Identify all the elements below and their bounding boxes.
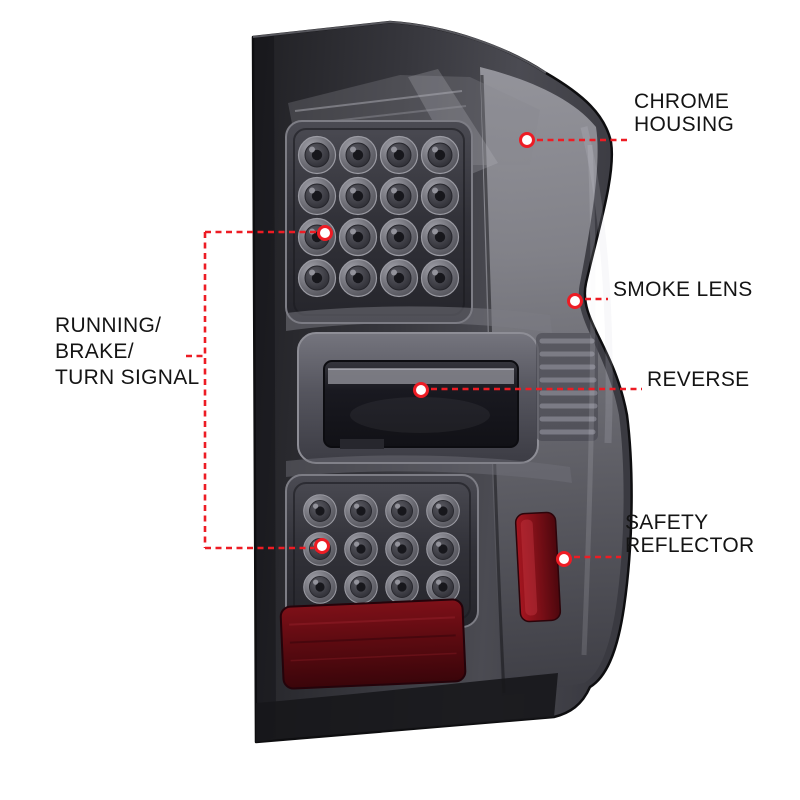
label-line: RUNNING/: [55, 314, 162, 337]
label-line: CHROME: [634, 90, 730, 113]
safety-reflector-shape: [514, 511, 562, 623]
callout-dot-running-lower: [314, 538, 330, 554]
leader-line-running-brake-turn-signal: [186, 230, 316, 550]
divider-band-upper: [286, 306, 552, 333]
bottom-reflector: [279, 598, 467, 690]
louver-fins: [536, 333, 598, 441]
lower-housing-shadow: [256, 673, 558, 742]
tail-light-image: [251, 20, 633, 744]
callout-dot-safety-reflector: [556, 551, 572, 567]
label-reverse: REVERSE: [647, 368, 749, 391]
callout-dot-reverse: [413, 382, 429, 398]
label-line: BRAKE/: [55, 340, 134, 363]
label-line: REFLECTOR: [625, 534, 755, 557]
label-smoke-lens: SMOKE LENS: [613, 278, 753, 301]
label-line: HOUSING: [634, 113, 735, 136]
gloss-highlight: [580, 126, 613, 444]
top-edge-highlight: [252, 20, 547, 74]
label-line: REVERSE: [647, 368, 750, 391]
chrome-line: [294, 90, 463, 112]
label-line: SAFETY: [625, 511, 709, 534]
callout-dot-chrome-housing: [519, 132, 535, 148]
label-line: SMOKE LENS: [613, 278, 753, 301]
reverse-section: [297, 332, 539, 464]
callout-dot-running-upper: [317, 225, 333, 241]
label-line: TURN SIGNAL: [55, 366, 200, 389]
divider-band-lower: [286, 455, 572, 483]
label-safety-reflector: SAFETY REFLECTOR: [625, 511, 755, 557]
gloss-highlight: [581, 144, 596, 656]
callout-dot-smoke-lens: [567, 293, 583, 309]
label-running-brake-turn-signal: RUNNING/ BRAKE/ TURN SIGNAL: [55, 313, 200, 391]
label-chrome-housing: CHROME HOUSING: [634, 90, 734, 136]
housing-left-rim: [253, 34, 276, 742]
